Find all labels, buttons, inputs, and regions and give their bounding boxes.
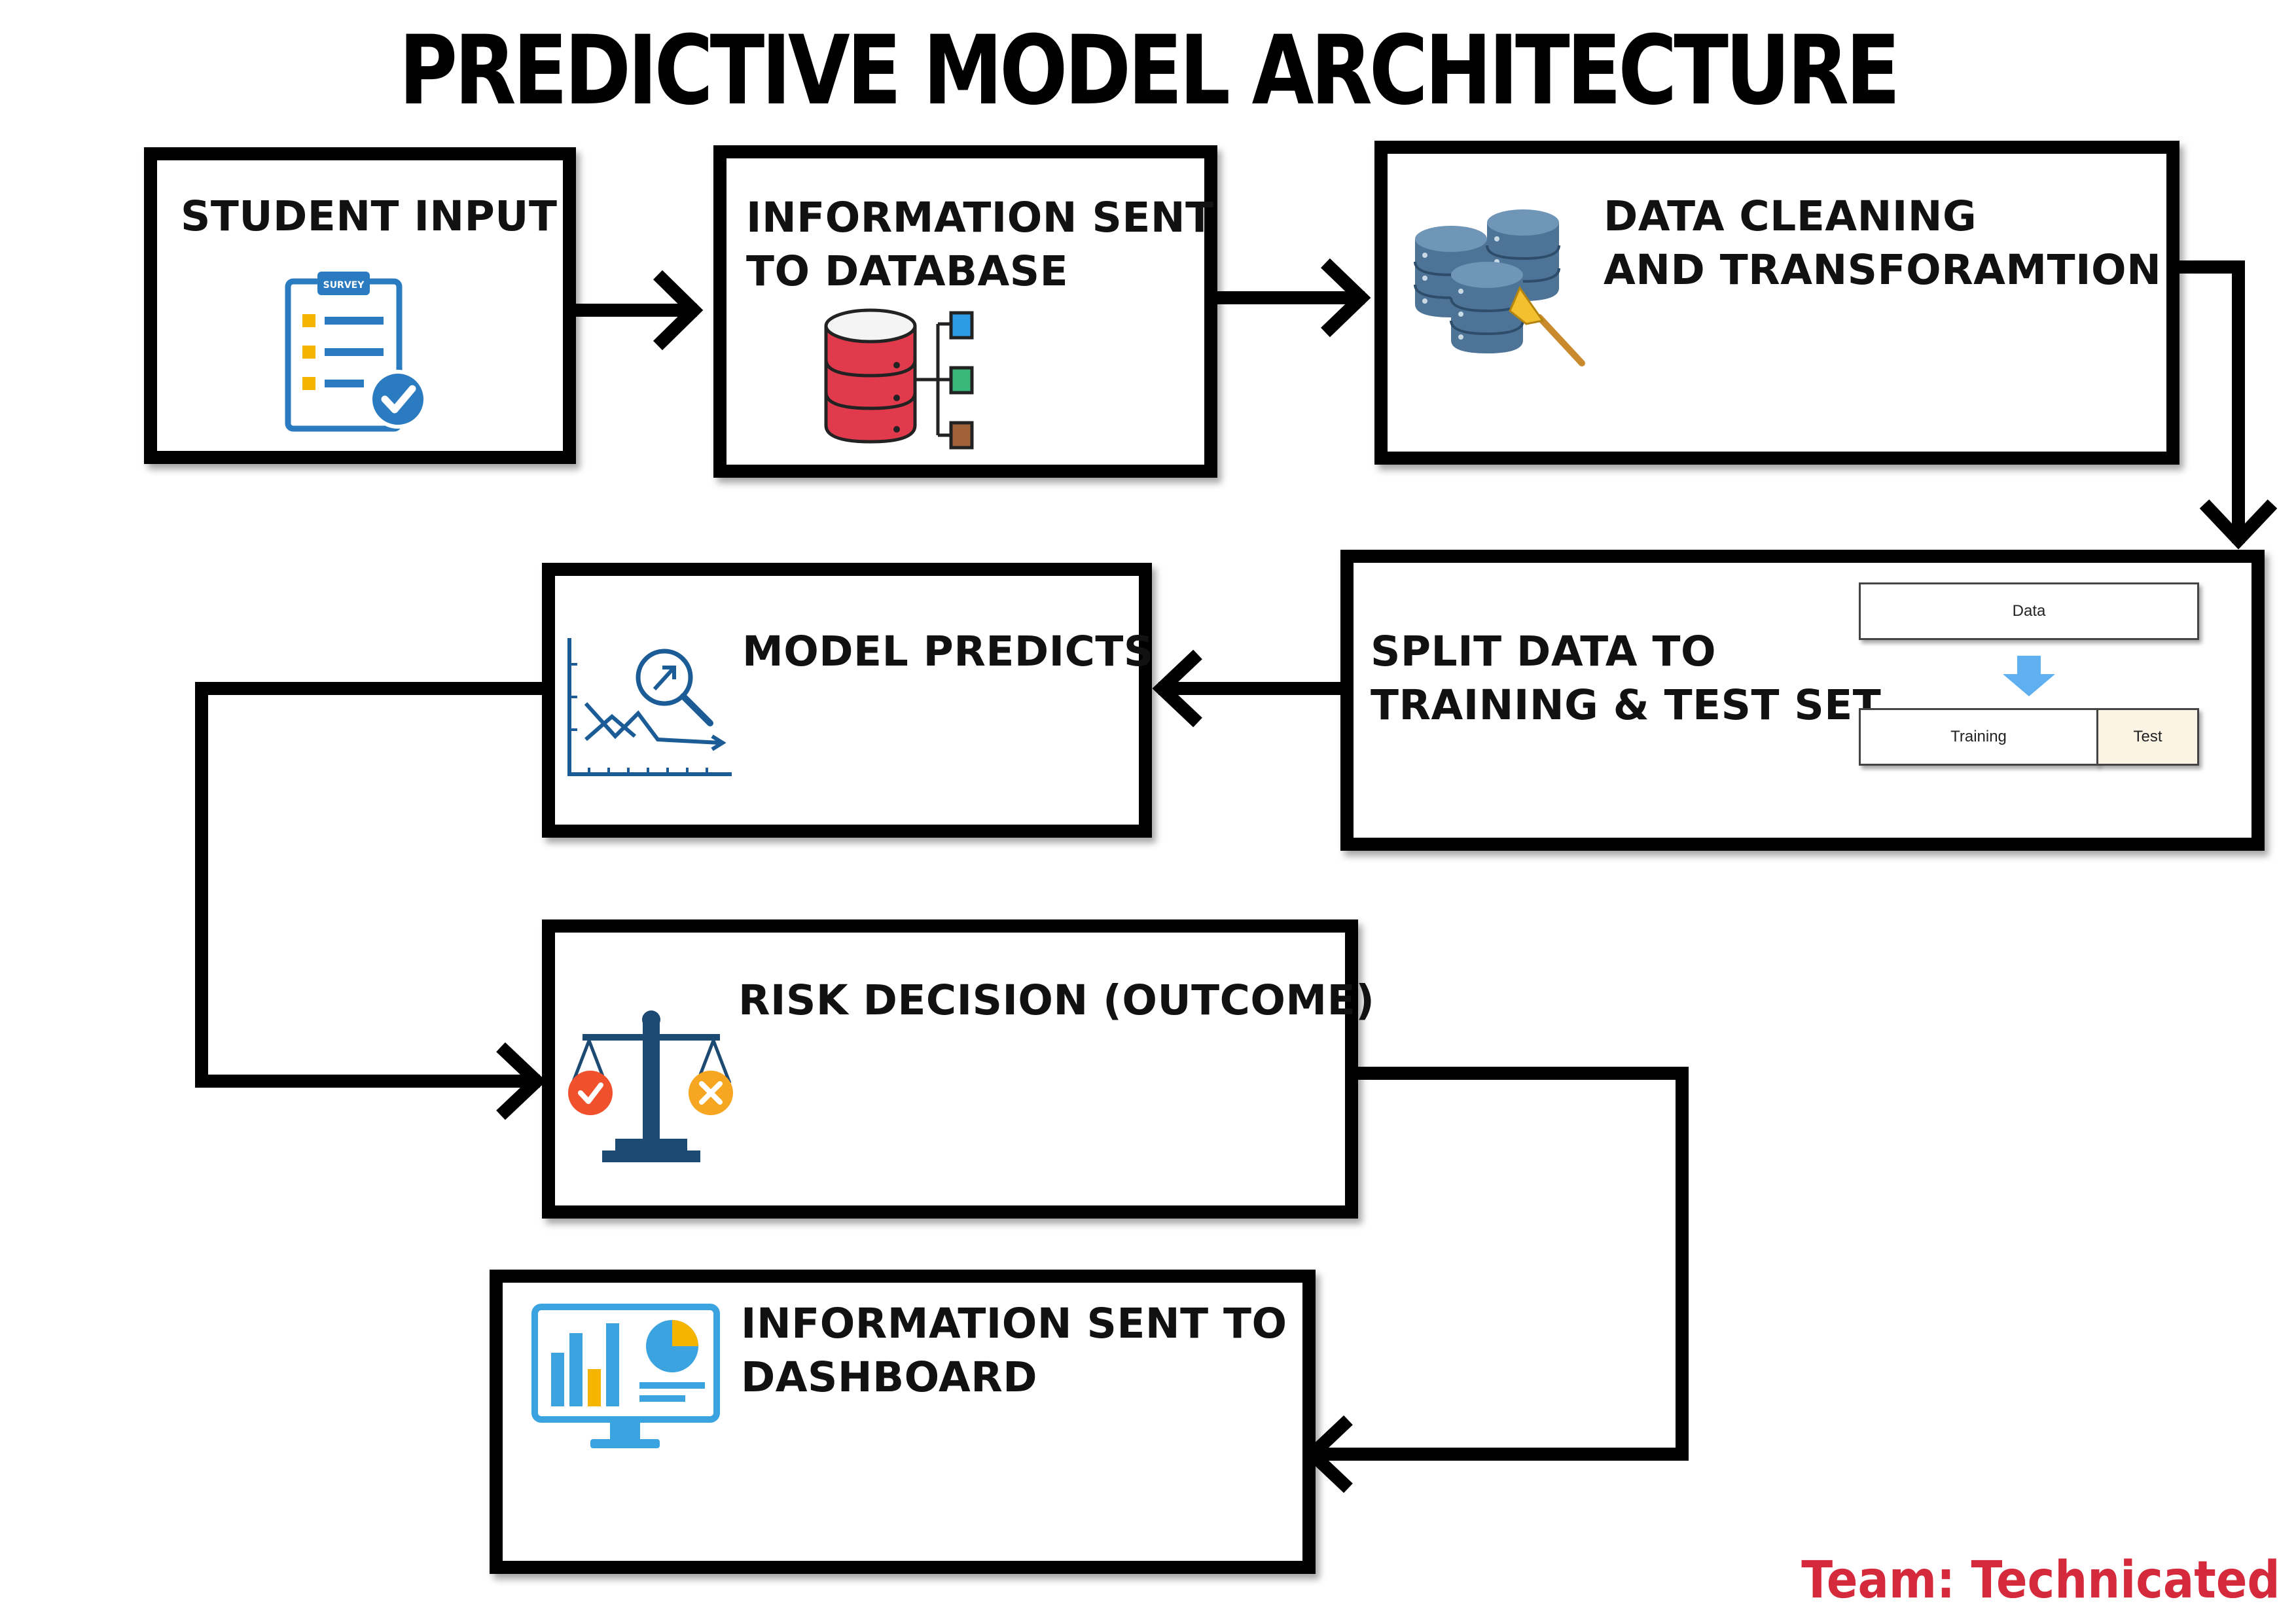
arrow-risk-to-dashboard xyxy=(1309,1067,1689,1461)
step-model-predicts-label: MODEL PREDICTS xyxy=(742,628,1154,675)
database-cleaning-icon xyxy=(1414,208,1585,366)
step-split-data-label: SPLIT DATA TO TRAINING & TEST SET xyxy=(1371,628,1882,729)
step-risk-decision xyxy=(542,919,1358,1219)
step-model-predicts xyxy=(542,563,1152,838)
split-down-arrow-icon xyxy=(2003,656,2055,696)
arrow-predict-to-risk xyxy=(195,682,548,1088)
split-test-box: Test xyxy=(2096,708,2199,766)
team-credit: Team: Technicated xyxy=(1801,1551,2280,1610)
step-student-input-label: STUDENT INPUT xyxy=(181,192,558,240)
split-training-box: Training xyxy=(1859,708,2098,766)
dashboard-monitor-icon xyxy=(531,1304,720,1448)
chart-analysis-icon xyxy=(567,638,732,776)
svg-text:SURVEY: SURVEY xyxy=(323,280,365,291)
split-data-box: Data xyxy=(1859,582,2199,640)
step-send-to-database-label: INFORMATION SENT TO DATABASE xyxy=(746,194,1214,295)
balance-scale-icon xyxy=(568,1010,733,1162)
step-data-cleaning-label: DATA CLEANING AND TRANSFORAMTION xyxy=(1604,192,2162,294)
arrow-cleaning-to-split xyxy=(2173,260,2245,543)
step-dashboard-label: INFORMATION SENT TO DASHBOARD xyxy=(741,1300,1287,1401)
survey-clipboard-icon: SURVEY xyxy=(285,272,427,432)
database-icon xyxy=(824,308,974,450)
step-risk-decision-label: RISK DECISION (OUTCOME) xyxy=(738,976,1375,1024)
diagram-title: PREDICTIVE MODEL ARCHITECTURE xyxy=(399,15,1900,126)
